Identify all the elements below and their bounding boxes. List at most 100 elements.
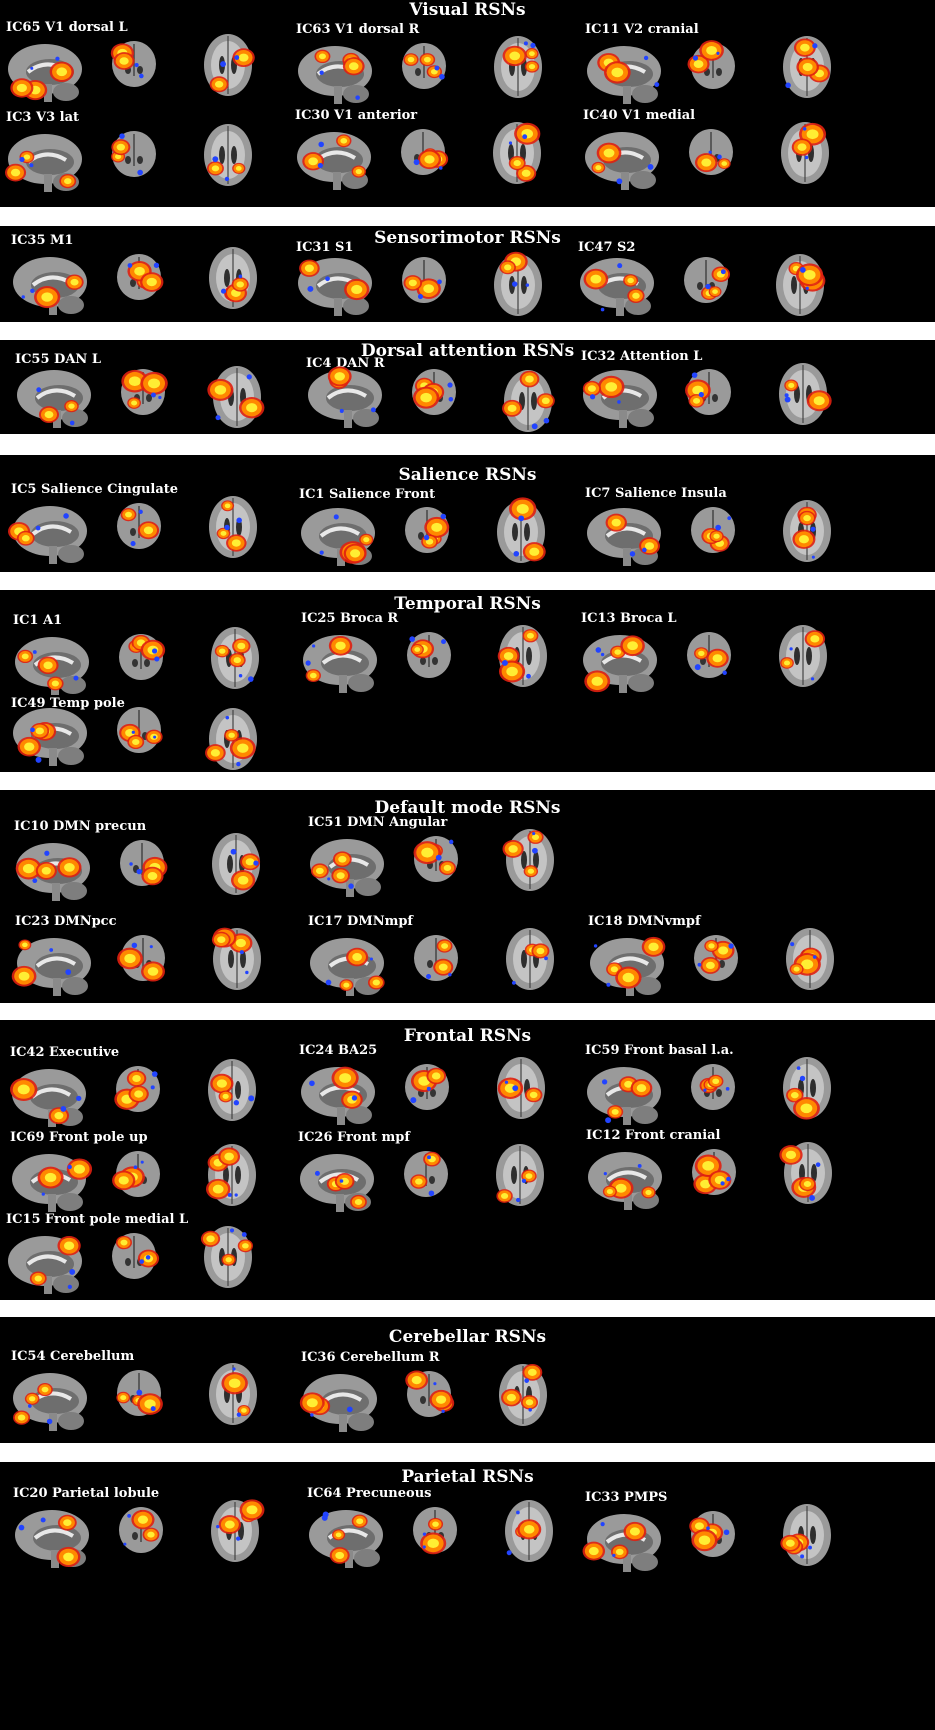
coronal-brain-slice <box>687 128 735 178</box>
panel-title: Dorsal attention RSNs <box>360 341 575 361</box>
coronal-brain-slice <box>403 1063 451 1113</box>
panel-sensorimotor: Sensorimotor RSNs IC35 M1 IC31 S1 IC47 S2 <box>0 226 935 322</box>
component-label: IC26 Front mpf <box>298 1130 410 1145</box>
axial-brain-slice <box>495 497 547 565</box>
sagittal-brain-slice <box>295 130 373 192</box>
component-label: IC25 Broca R <box>301 611 399 626</box>
component-label: IC17 DMNmpf <box>308 914 414 929</box>
sagittal-brain-slice <box>296 44 374 106</box>
sagittal-brain-slice <box>5 132 84 194</box>
axial-brain-slice <box>502 827 556 893</box>
axial-brain-slice <box>207 494 259 560</box>
component-label: IC55 DAN L <box>15 352 101 367</box>
axial-brain-slice <box>497 1362 549 1428</box>
component-label: IC20 Parietal lobule <box>13 1486 160 1501</box>
component-label: IC30 V1 anterior <box>295 108 418 123</box>
coronal-brain-slice <box>402 1150 450 1200</box>
panel-title: Salience RSNs <box>398 465 537 485</box>
axial-brain-slice <box>207 1361 259 1427</box>
axial-brain-slice <box>202 122 254 188</box>
axial-brain-slice <box>207 245 259 311</box>
component-label: IC32 Attention L <box>581 349 703 364</box>
sagittal-brain-slice <box>308 936 386 998</box>
component-label: IC64 Precuneous <box>307 1486 432 1501</box>
sagittal-brain-slice <box>11 936 93 998</box>
coronal-brain-slice <box>110 130 158 180</box>
coronal-brain-slice <box>412 934 460 984</box>
axial-brain-slice <box>495 1055 547 1121</box>
component-label: IC18 DMNvmpf <box>588 914 701 929</box>
axial-brain-slice <box>781 1055 833 1121</box>
axial-brain-slice <box>780 1502 833 1568</box>
sagittal-brain-slice <box>296 256 374 318</box>
sagittal-brain-slice <box>581 633 659 695</box>
panel-title: Cerebellar RSNs <box>388 1327 547 1347</box>
coronal-brain-slice <box>400 42 448 92</box>
sagittal-brain-slice <box>307 1508 385 1570</box>
sagittal-brain-slice <box>299 1065 377 1127</box>
axial-brain-slice <box>200 1224 254 1290</box>
sagittal-brain-slice <box>14 841 92 903</box>
coronal-brain-slice <box>411 1506 459 1556</box>
component-label: IC13 Broca L <box>581 611 677 626</box>
component-label: IC7 Salience Insula <box>585 486 727 501</box>
component-label: IC35 M1 <box>11 233 74 248</box>
axial-brain-slice <box>492 251 544 318</box>
panel-title: Sensorimotor RSNs <box>374 228 561 248</box>
coronal-brain-slice <box>692 934 740 984</box>
component-label: IC5 Salience Cingulate <box>11 482 179 497</box>
coronal-brain-slice <box>115 502 163 552</box>
axial-brain-slice <box>502 368 555 434</box>
component-label: IC42 Executive <box>10 1045 120 1060</box>
axial-brain-slice <box>207 364 265 430</box>
component-label: IC1 Salience Front <box>299 487 436 502</box>
axial-brain-slice <box>503 1498 555 1564</box>
sagittal-brain-slice <box>13 1508 91 1570</box>
sagittal-brain-slice <box>298 1152 376 1214</box>
sagittal-brain-slice <box>10 1067 88 1129</box>
coronal-brain-slice <box>115 253 164 303</box>
coronal-brain-slice <box>405 631 453 681</box>
sagittal-brain-slice <box>578 256 656 318</box>
sagittal-brain-slice <box>15 368 93 430</box>
axial-brain-slice <box>497 623 549 689</box>
sagittal-brain-slice <box>11 1371 89 1433</box>
component-label: IC4 DAN R <box>306 356 385 371</box>
panel-title: Frontal RSNs <box>403 1026 532 1046</box>
coronal-brain-slice <box>403 506 451 556</box>
sagittal-brain-slice <box>11 255 89 317</box>
axial-brain-slice <box>209 625 261 691</box>
axial-brain-slice <box>777 361 832 427</box>
component-label: IC54 Cerebellum <box>11 1349 135 1364</box>
coronal-brain-slice <box>689 1510 737 1560</box>
coronal-brain-slice <box>689 1063 737 1113</box>
axial-brain-slice <box>494 1142 546 1208</box>
sagittal-brain-slice <box>585 1065 663 1127</box>
axial-brain-slice <box>504 926 556 992</box>
panel-title: Parietal RSNs <box>401 1467 534 1487</box>
component-label: IC47 S2 <box>578 240 636 255</box>
sagittal-brain-slice <box>10 1152 93 1214</box>
sagittal-brain-slice <box>585 506 663 568</box>
sagittal-brain-slice <box>299 506 377 568</box>
sagittal-brain-slice <box>588 936 666 998</box>
axial-brain-slice <box>209 1498 265 1564</box>
coronal-brain-slice <box>682 256 731 306</box>
coronal-brain-slice <box>405 1370 455 1420</box>
coronal-brain-slice <box>412 835 460 885</box>
axial-brain-slice <box>210 831 262 897</box>
coronal-brain-slice <box>115 1369 163 1419</box>
sagittal-brain-slice <box>6 42 84 104</box>
component-label: IC31 S1 <box>296 240 354 255</box>
component-label: IC11 V2 cranial <box>585 22 699 37</box>
coronal-brain-slice <box>112 1150 162 1200</box>
component-label: IC12 Front cranial <box>586 1128 721 1143</box>
coronal-brain-slice <box>689 506 737 556</box>
